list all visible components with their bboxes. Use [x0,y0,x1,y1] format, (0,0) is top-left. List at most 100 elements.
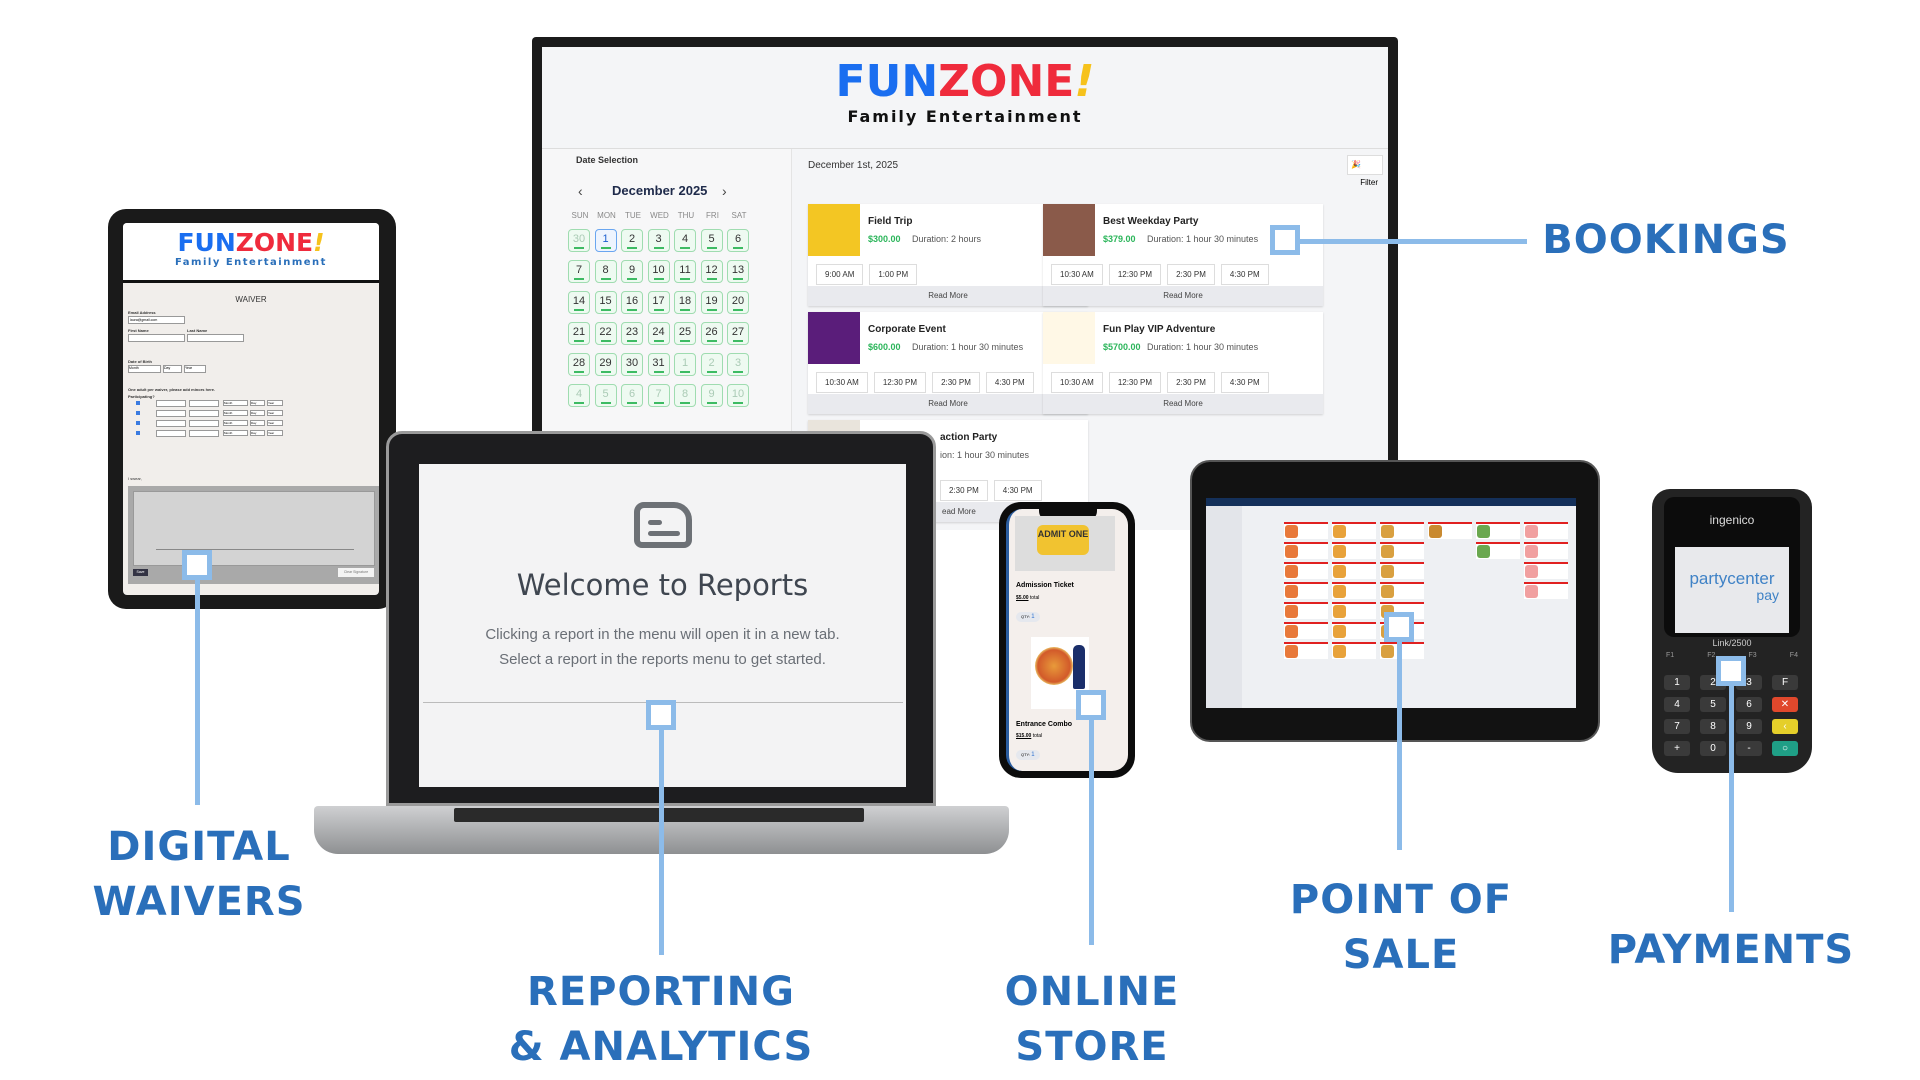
keypad-key[interactable]: F [1772,675,1798,690]
calendar-day[interactable]: 5 [700,229,723,252]
pos-product-tile[interactable] [1332,522,1376,539]
next-month-button[interactable]: › [722,183,727,199]
pos-product-tile[interactable] [1284,642,1328,659]
minor-dob-day[interactable]: Day [250,410,265,416]
minor-dob-day[interactable]: Day [250,400,265,406]
calendar-day[interactable]: 17 [647,291,670,314]
calendar-day[interactable]: 8 [594,260,617,283]
time-slot-button[interactable]: 12:30 PM [1108,372,1162,393]
pos-product-tile[interactable] [1284,542,1328,559]
minor-dob-month[interactable]: Month [223,430,248,436]
time-slot-button[interactable]: 9:00 AM [816,264,864,285]
minor-last-name-field[interactable] [189,420,219,427]
minor-dob-year[interactable]: Year [267,410,283,416]
calendar-day[interactable]: 13 [727,260,749,283]
calendar-day[interactable]: 31 [647,353,670,376]
calendar-day[interactable]: 21 [568,322,590,345]
time-slot-button[interactable]: 10:30 AM [816,372,868,393]
first-name-field[interactable] [128,334,185,342]
pos-product-tile[interactable] [1524,542,1568,559]
read-more-button[interactable]: Read More [1043,286,1323,306]
calendar-day[interactable]: 16 [621,291,643,314]
keypad-key[interactable]: ○ [1772,741,1798,756]
calendar-day[interactable]: 4 [568,384,590,407]
pos-product-tile[interactable] [1332,642,1376,659]
calendar-day[interactable]: 14 [568,291,590,314]
calendar-day[interactable]: 8 [674,384,696,407]
clear-signature-button[interactable]: Clear Signature [338,568,374,577]
keypad-key[interactable]: 8 [1700,719,1726,734]
time-slot-button[interactable]: 2:30 PM [932,372,980,393]
prev-month-button[interactable]: ‹ [578,183,583,199]
keypad-key[interactable]: 7 [1664,719,1690,734]
calendar-day[interactable]: 28 [568,353,590,376]
keypad-key[interactable]: 6 [1736,697,1762,712]
keypad-key[interactable]: ✕ [1772,697,1798,712]
time-slot-button[interactable]: 4:30 PM [985,372,1034,393]
last-name-field[interactable] [187,334,244,342]
pos-product-tile[interactable] [1380,562,1424,579]
calendar-day[interactable]: 6 [621,384,643,407]
pos-product-tile[interactable] [1284,562,1328,579]
dob-day-select[interactable]: Day [163,365,182,373]
minor-dob-day[interactable]: Day [250,430,265,436]
minor-dob-month[interactable]: Month [223,400,248,406]
time-slot-button[interactable]: 4:30 PM [1220,372,1269,393]
keypad-key[interactable]: - [1736,741,1762,756]
time-slot-button[interactable]: 12:30 PM [873,372,927,393]
minor-first-name-field[interactable] [156,410,186,417]
time-slot-button[interactable]: 2:30 PM [940,480,988,501]
keypad-key[interactable]: ‹ [1772,719,1798,734]
calendar-day[interactable]: 4 [674,229,696,252]
keypad-key[interactable]: 0 [1700,741,1726,756]
pos-product-tile[interactable] [1524,522,1568,539]
minor-dob-year[interactable]: Year [267,420,283,426]
pos-product-tile[interactable] [1284,602,1328,619]
calendar-day[interactable]: 3 [647,229,670,252]
participating-checkbox[interactable] [136,431,140,435]
minor-dob-year[interactable]: Year [267,430,283,436]
calendar-day[interactable]: 7 [568,260,590,283]
function-key[interactable]: F4 [1789,652,1798,659]
calendar-day[interactable]: 18 [674,291,696,314]
time-slot-button[interactable]: 4:30 PM [1220,264,1269,285]
time-slot-button[interactable]: 2:30 PM [1167,372,1215,393]
time-slot-button[interactable]: 2:30 PM [1167,264,1215,285]
save-button[interactable]: Save [133,569,148,576]
pos-product-tile[interactable] [1380,542,1424,559]
read-more-button[interactable]: Read More [808,286,1088,306]
minor-dob-year[interactable]: Year [267,400,283,406]
calendar-day[interactable]: 9 [621,260,643,283]
dob-month-select[interactable]: Month [128,365,161,373]
calendar-day[interactable]: 10 [727,384,749,407]
pos-product-tile[interactable] [1332,582,1376,599]
calendar-day[interactable]: 5 [594,384,617,407]
minor-first-name-field[interactable] [156,430,186,437]
signature-pad[interactable] [133,491,375,566]
minor-last-name-field[interactable] [189,430,219,437]
pos-product-tile[interactable] [1380,582,1424,599]
qty-stepper[interactable]: QTY: 1 [1016,612,1040,622]
calendar-day[interactable]: 23 [621,322,643,345]
calendar-day[interactable]: 2 [621,229,643,252]
calendar-day[interactable]: 1 [594,229,617,252]
pos-product-tile[interactable] [1332,602,1376,619]
pos-product-tile[interactable] [1380,642,1424,659]
pos-product-tile[interactable] [1428,522,1472,539]
keypad-key[interactable]: 9 [1736,719,1762,734]
participating-checkbox[interactable] [136,411,140,415]
calendar-day[interactable]: 19 [700,291,723,314]
minor-first-name-field[interactable] [156,400,186,407]
dob-year-select[interactable]: Year [184,365,206,373]
calendar-day[interactable]: 3 [727,353,749,376]
minor-first-name-field[interactable] [156,420,186,427]
pos-product-tile[interactable] [1332,542,1376,559]
calendar-day[interactable]: 30 [568,229,590,252]
calendar-day[interactable]: 25 [674,322,696,345]
calendar-day[interactable]: 29 [594,353,617,376]
keypad-key[interactable]: 1 [1664,675,1690,690]
pos-product-tile[interactable] [1284,522,1328,539]
